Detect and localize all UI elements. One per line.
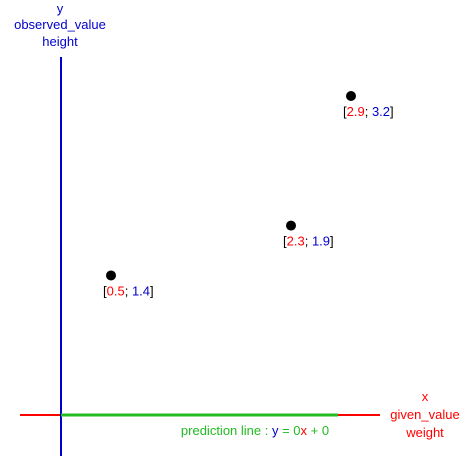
data-point-label: [0.5; 1.4] — [103, 283, 154, 298]
y-axis-name: y — [57, 1, 64, 16]
point-label-y: 1.4 — [132, 283, 150, 298]
point-label-x: 2.9 — [347, 104, 365, 119]
point-label-open-bracket: [ — [343, 104, 347, 119]
x-axis-name: x — [422, 389, 429, 404]
prediction-label-intercept: 0 — [322, 423, 329, 438]
y-axis-subtitle: observed_value — [14, 17, 106, 32]
data-point — [346, 91, 356, 101]
point-label-x: 2.3 — [287, 234, 305, 249]
point-label-open-bracket: [ — [283, 234, 287, 249]
point-label-separator: ; — [125, 283, 132, 298]
y-axis-label: height — [42, 34, 78, 49]
x-axis-subtitle: given_value — [390, 407, 459, 422]
prediction-label-x: x — [301, 423, 308, 438]
data-point-label: [2.3; 1.9] — [283, 234, 334, 249]
prediction-label-prefix: prediction line : — [181, 423, 272, 438]
point-label-close-bracket: ] — [390, 104, 394, 119]
point-label-open-bracket: [ — [103, 283, 107, 298]
prediction-line-label: prediction line : y = 0x + 0 — [181, 423, 329, 438]
point-label-separator: ; — [365, 104, 372, 119]
point-label-close-bracket: ] — [150, 283, 154, 298]
prediction-label-plus: + — [307, 423, 322, 438]
points-layer: [0.5; 1.4][2.3; 1.9][2.9; 3.2] — [103, 91, 394, 298]
point-label-x: 0.5 — [107, 283, 125, 298]
prediction-label-y: y — [272, 423, 279, 438]
x-axis-label: weight — [405, 425, 444, 440]
point-label-y: 1.9 — [312, 234, 330, 249]
prediction-label-eq: = — [278, 423, 293, 438]
data-point-label: [2.9; 3.2] — [343, 104, 394, 119]
data-point — [106, 270, 116, 281]
data-point — [286, 220, 296, 231]
prediction-label-slope: 0 — [293, 423, 300, 438]
point-label-close-bracket: ] — [330, 234, 334, 249]
point-label-y: 3.2 — [372, 104, 390, 119]
point-label-separator: ; — [305, 234, 312, 249]
